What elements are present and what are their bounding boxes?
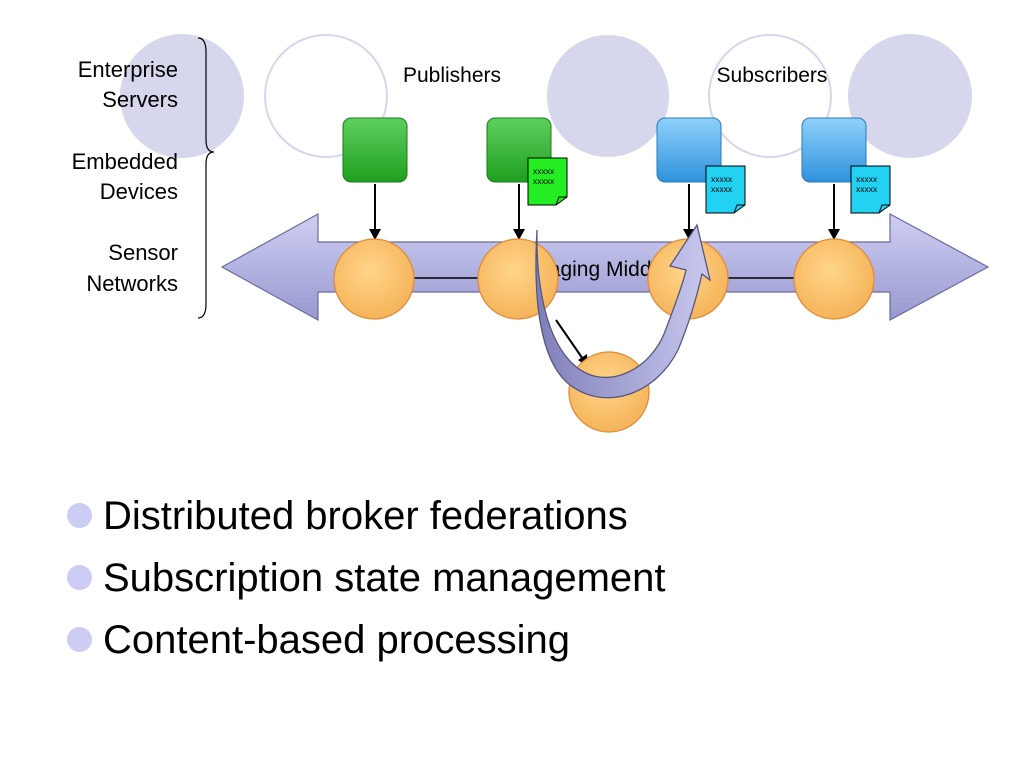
broker-link-arrow [555,319,586,363]
decor-circle [120,34,244,158]
arrowhead [828,229,840,240]
layer-label-servers: Servers [102,87,178,112]
bullet-text: Subscription state management [103,556,666,600]
message-text: xxxxx [711,174,733,184]
bullet-item: Content-based processing [66,612,666,674]
arrowhead [513,229,525,240]
message-document [705,165,746,214]
document-fold [555,196,567,206]
message-text: xxxxx [711,184,733,194]
layer-label-devices: Devices [100,179,178,204]
bullet-dot-icon [67,627,92,652]
layer-label-sensor: Sensor [108,240,178,265]
publishers-label: Publishers [403,64,501,87]
subscribers-label: Subscribers [717,64,828,87]
decor-circle [848,34,972,158]
bullet-item: Distributed broker federations [66,488,666,550]
bullet-list: Distributed broker federations Subscript… [66,488,666,674]
document-fold [733,204,745,214]
decor-circle-outline [708,34,832,158]
document-fold [878,204,890,214]
broker-node [477,238,559,320]
decor-circle [547,35,669,157]
bullet-text: Content-based processing [103,618,570,662]
broker-node [793,238,875,320]
middleware-bus-arrow [220,212,990,322]
broker-node [333,238,415,320]
bullet-dot-icon [67,565,92,590]
layer-label-embedded: Embedded [72,149,178,174]
message-text: xxxxx [533,166,555,176]
bullet-text: Distributed broker federations [103,494,628,538]
layer-label-enterprise: Enterprise [78,57,178,82]
routing-curve-arrow [535,223,712,399]
bullet-item: Subscription state management [66,550,666,612]
layer-label-networks: Networks [86,271,178,296]
message-text: xxxxx [856,174,878,184]
message-text: xxxxx [533,176,555,186]
pub-sub-diagram: Enterprise Servers Embedded Devices Sens… [72,34,990,433]
layer-brace [197,37,215,319]
arrowhead [369,229,381,240]
message-document [527,157,568,206]
publisher-node [342,117,408,183]
message-text: xxxxx [856,184,878,194]
subscriber-node [801,117,867,183]
bullet-dot-icon [67,503,92,528]
subscriber-node [656,117,722,183]
message-document [850,165,891,214]
